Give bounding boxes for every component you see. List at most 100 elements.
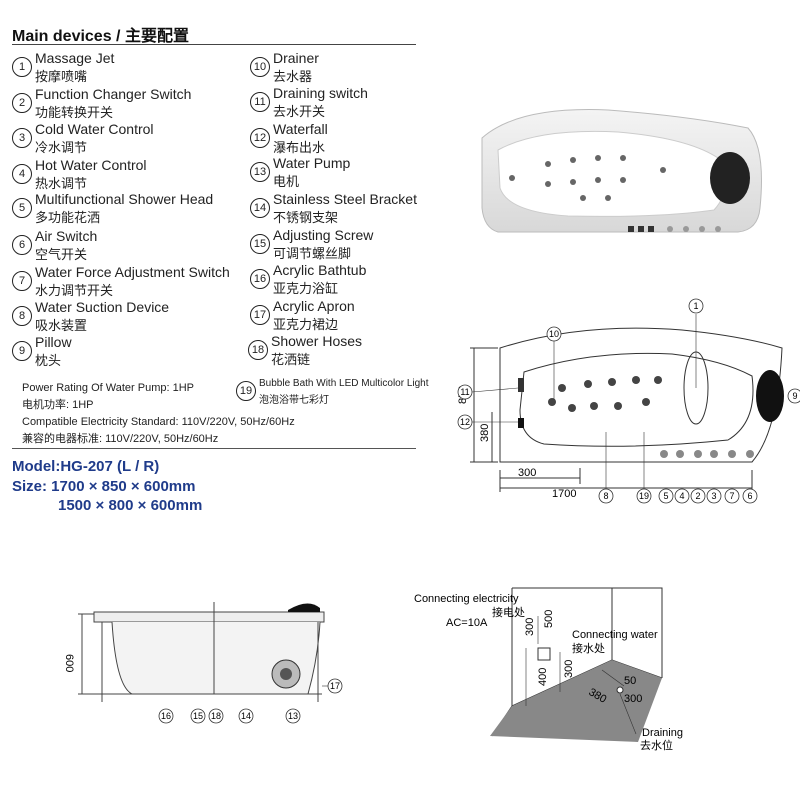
spec-rule [12,448,416,449]
device-name-zh: 功能转换开关 [35,105,114,120]
device-name-en: Hot Water Control [35,157,147,173]
side-view-drawing: 600 16 15 18 14 13 17 [63,602,343,724]
device-number: 8 [12,306,32,326]
callout-7: 7 [729,491,734,501]
device-number: 10 [250,57,270,77]
callout-11: 11 [460,387,469,397]
callout-3: 3 [711,491,716,501]
device-name-en: Air Switch [35,228,98,244]
device-number: 14 [250,198,270,218]
device-name-zh: 可调节螺丝脚 [273,246,352,261]
callout-18: 18 [211,711,221,721]
power-rating-en: Power Rating Of Water Pump: 1HP [22,382,194,394]
callout-6: 6 [747,491,752,501]
device-number: 19 [236,381,256,401]
device-name-zh: 吸水装置 [35,318,88,333]
device-number: 2 [12,93,32,113]
device-number: 15 [250,234,270,254]
device-name-zh: 电机 [273,174,300,189]
size-line-1: Size: 1700 × 850 × 600mm [12,478,196,495]
device-number: 11 [250,92,270,112]
device-name-zh: 去水器 [273,69,313,84]
callout-12: 12 [460,417,470,427]
water-zh: 接水处 [572,642,605,655]
device-name-en: Water Pump [273,155,351,171]
dim-300b: 300 [563,660,575,678]
tub-basin [519,352,754,447]
elec-zh: 接电处 [492,606,525,619]
device-name-zh: 瀑布出水 [273,140,326,155]
dim-380: 380 [479,424,491,442]
dim-600: 600 [63,654,75,672]
device-name-en: Function Changer Switch [35,86,192,102]
device-name-en: Shower Hoses [271,333,363,349]
device-name-zh: 按摩喷嘴 [35,69,88,84]
device-name-en: Draining switch [273,85,368,101]
device-name-zh: 空气开关 [35,247,88,262]
device-number: 4 [12,164,32,184]
device-name-en: Acrylic Apron [273,298,355,314]
tub-outline [499,327,783,463]
device-name-en: Water Suction Device [35,299,170,315]
dim-300c: 300 [624,693,642,705]
page-title: Main devices / 主要配置 [12,28,189,45]
callout-13: 13 [288,711,298,721]
water-en: Connecting water [572,629,658,641]
device-name-zh: 枕头 [35,353,62,368]
dim-500: 500 [543,610,555,628]
device-name-en: Water Force Adjustment Switch [35,264,230,280]
callout-5: 5 [663,491,668,501]
power-rating-zh: 电机功率: 1HP [22,399,94,411]
callout-8: 8 [603,491,608,501]
device-name-en: Drainer [273,50,319,66]
device-number: 12 [250,128,270,148]
elec-en: Connecting electricity [414,593,519,605]
electric-standard-en: Compatible Electricity Standard: 110V/22… [22,416,295,428]
device-number: 1 [12,57,32,77]
callout-10: 10 [549,329,559,339]
device-number: 9 [12,341,32,361]
device-number: 13 [250,162,270,182]
room-install-drawing: Connecting electricity 接电处 AC=10A 300 50… [414,587,683,752]
device-name-zh: 冷水调节 [35,140,88,155]
callout-19: 19 [639,491,649,501]
header-rule [12,44,416,45]
device-name-zh: 去水开关 [273,104,326,119]
callout-14: 14 [241,711,251,721]
top-callouts: 1 10 11 12 9 8 19 5 4 2 3 7 6 [457,298,800,504]
device-number: 18 [248,340,268,360]
device-number: 6 [12,235,32,255]
drain-zh: 去水位 [640,738,673,752]
device-name-en: Cold Water Control [35,121,154,137]
model-line: Model:HG-207 (L / R) [12,458,160,475]
ac-rating: AC=10A [446,617,488,629]
device-name-en: Adjusting Screw [273,227,374,243]
device-name-en: Multifunctional Shower Head [35,191,214,207]
bathtub-photo [481,109,762,233]
device-number: 5 [12,198,32,218]
device-name-zh: 亚克力浴缸 [273,281,339,296]
dim-50: 50 [624,675,636,687]
device-name-zh: 不锈钢支架 [273,210,339,225]
callout-15: 15 [193,711,203,721]
side-callouts: 16 15 18 14 13 17 [158,678,343,724]
drain-en: Draining [642,727,683,739]
device-name-en: Stainless Steel Bracket [273,191,417,207]
dim-300a: 300 [524,618,536,636]
device-number: 7 [12,271,32,291]
device-name-zh: 水力调节开关 [35,283,114,298]
pillow-icon [710,152,750,204]
callout-2: 2 [695,491,700,501]
pillow-icon [756,370,784,422]
device-name-en: Bubble Bath With LED Multicolor Light [259,378,429,389]
device-name-en: Pillow [35,334,72,350]
device-name-en: Massage Jet [35,50,115,66]
device-name-zh: 泡泡浴带七彩灯 [259,395,329,406]
dim-300: 300 [518,467,536,479]
device-name-zh: 亚克力裙边 [273,317,339,332]
top-view-drawing: 850 380 300 1700 1 10 11 12 9 8 19 5 4 2… [457,298,800,504]
device-name-en: Acrylic Bathtub [273,262,367,278]
callout-9: 9 [792,391,797,401]
device-name-en: Waterfall [273,121,328,137]
device-name-zh: 热水调节 [35,176,88,191]
